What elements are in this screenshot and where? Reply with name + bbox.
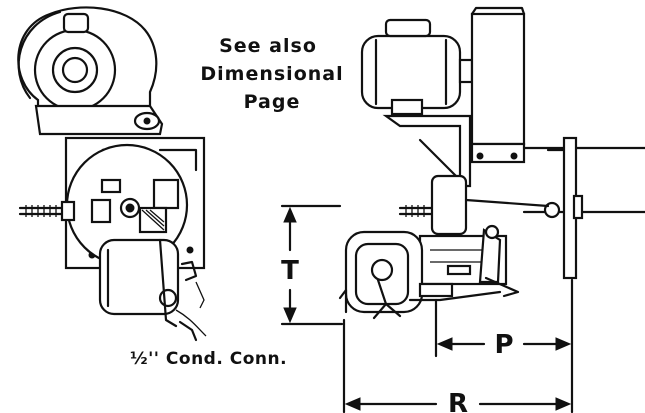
dim-p-label: P (494, 330, 513, 360)
note-line-2: Dimensional (200, 63, 343, 85)
note-line-3: Page (244, 91, 301, 113)
side-view-drawing (338, 6, 645, 320)
dim-r-label: R (448, 389, 468, 413)
note-line-1: See also (219, 35, 317, 57)
dim-t-label: T (281, 256, 299, 286)
front-view-drawing (17, 6, 207, 342)
see-also-note: See also Dimensional Page (200, 35, 343, 113)
cond-conn-label: ½'' Cond. Conn. (130, 349, 287, 369)
dimension-lines (280, 204, 574, 413)
